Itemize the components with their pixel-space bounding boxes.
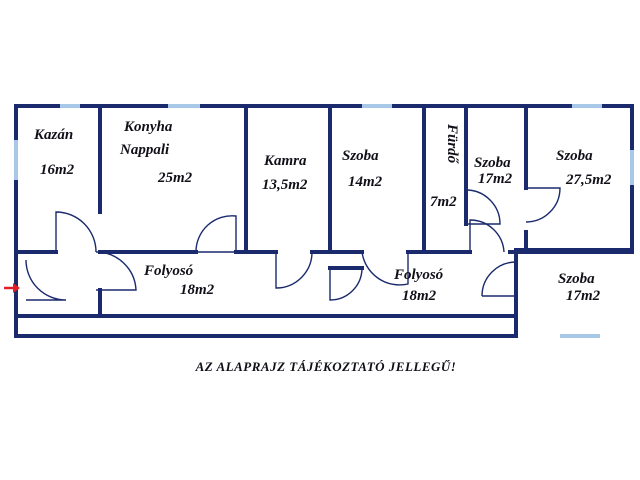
walls xyxy=(14,104,634,338)
room-folyoso2-name: Folyosó xyxy=(393,267,443,283)
room-furdo-area: 7m2 xyxy=(430,194,457,210)
room-kamra-area: 13,5m2 xyxy=(262,177,308,193)
room-kamra-name: Kamra xyxy=(263,153,307,169)
room-folyoso2-area: 18m2 xyxy=(402,288,437,304)
room-folyoso1-name: Folyosó xyxy=(143,263,193,279)
room-konyha-area: 25m2 xyxy=(157,170,193,186)
room-furdo-name: Fürdő xyxy=(444,123,460,165)
room-szoba3-name: Szoba xyxy=(556,148,593,164)
room-szoba1-area: 14m2 xyxy=(348,174,383,190)
room-labels: Kazán 16m2 Konyha Nappali 25m2 Kamra 13,… xyxy=(33,119,612,304)
room-szoba1-name: Szoba xyxy=(342,148,379,164)
room-szoba4-name: Szoba xyxy=(558,271,595,287)
entrance-arrow-icon xyxy=(4,283,20,293)
room-szoba4-area: 17m2 xyxy=(566,288,601,304)
room-szoba2-area: 17m2 xyxy=(478,171,513,187)
doors xyxy=(25,187,561,301)
room-kazan-area: 16m2 xyxy=(40,162,75,178)
room-konyha-name2: Nappali xyxy=(119,142,170,158)
room-szoba3-area: 27,5m2 xyxy=(565,172,612,188)
room-kazan-name: Kazán xyxy=(33,127,73,143)
room-szoba2-name: Szoba xyxy=(474,155,511,171)
room-konyha-name: Konyha xyxy=(123,119,173,135)
room-folyoso1-area: 18m2 xyxy=(180,282,215,298)
disclaimer-note: AZ ALAPRAJZ TÁJÉKOZTATÓ JELLEGŰ! xyxy=(195,359,457,374)
